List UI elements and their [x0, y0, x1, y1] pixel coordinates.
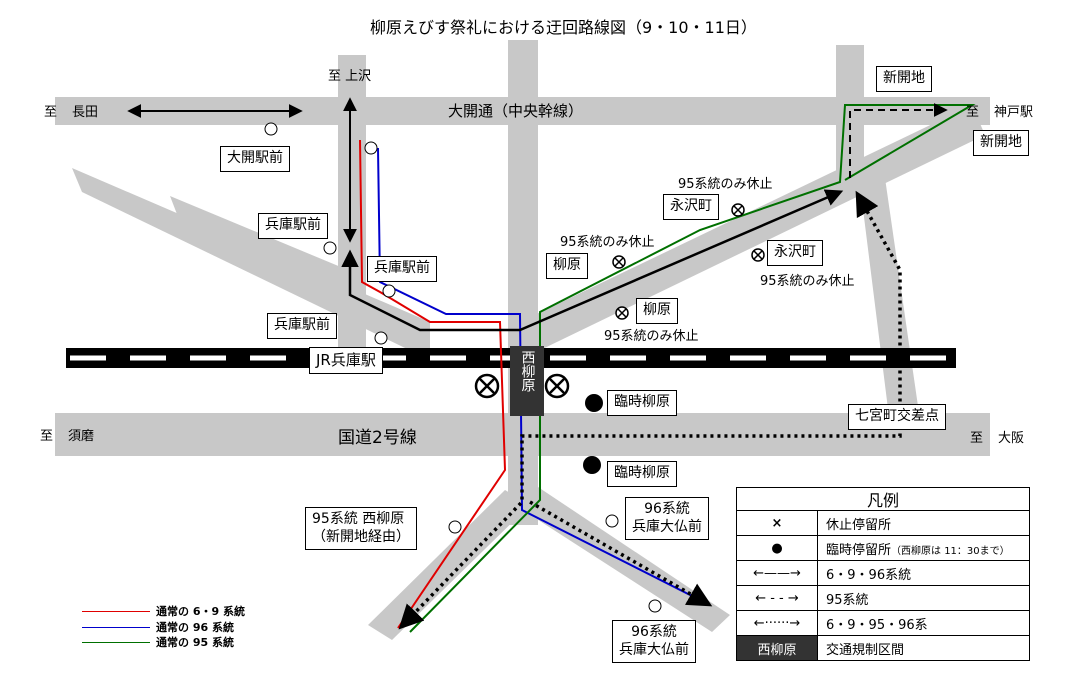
dir-kobe-to: 至	[966, 105, 980, 120]
stop-yanagihara-1: 柳原	[546, 253, 588, 279]
route-key-label: 通常の 6・9 系統	[156, 605, 245, 618]
stop-se-box: 96系統 兵庫大仏前	[625, 497, 709, 540]
stop-daikai-ekimae: 大開駅前	[220, 146, 290, 172]
legend-row: 西柳原 交通規制区間	[737, 635, 1029, 660]
stop-shinkaichi-2: 新開地	[973, 130, 1029, 156]
station-label-jr: JR兵庫駅	[309, 347, 383, 374]
dir-suma-to: 至	[40, 429, 54, 444]
legend-row: ←······→ 6・9・95・96系	[737, 610, 1029, 635]
solid-arrow-symbol: ←——→	[737, 561, 818, 585]
stop-yanagihara-2: 柳原	[636, 298, 678, 324]
road-label-daikai: 大開通（中央幹線）	[448, 102, 584, 120]
dir-kamisawa: 至 上沢	[328, 69, 372, 84]
s-box-line2: 兵庫大仏前	[619, 641, 689, 658]
sw-box-line1: 95系統 西柳原	[312, 511, 405, 527]
route-key-69: 通常の 6・9 系統	[82, 603, 245, 619]
stop-shichimiya: 七宮町交差点	[848, 404, 946, 430]
dir-kobe: 神戸駅	[994, 105, 1034, 120]
road-shichimiya	[860, 178, 920, 425]
legend-label: 交通規制区間	[826, 642, 905, 658]
legend-title: 凡例	[866, 491, 899, 510]
restricted-section-symbol: 西柳原	[737, 636, 818, 660]
stop-rinji-2: 臨時柳原	[607, 461, 677, 487]
detour-dotted-se	[529, 500, 713, 607]
dashed-arrow-symbol: ← - - →	[737, 586, 818, 610]
dir-osaka-to: 至	[970, 431, 984, 446]
legend-label-text: 臨時停留所	[826, 542, 892, 558]
legend-label: 6・9・96系統	[826, 567, 912, 583]
legend-label-note: （西柳原は 11：30まで）	[891, 545, 1010, 557]
route-key-96: 通常の 96 系統	[82, 619, 234, 635]
stop-markers	[264, 122, 662, 613]
stop-shinkaichi-1: 新開地	[876, 66, 932, 92]
note-95-2: 95系統のみ休止	[560, 235, 655, 250]
route-key-line	[82, 626, 150, 628]
stop-hyogo-ekimae-2: 兵庫駅前	[367, 256, 437, 282]
route-key-95: 通常の 95 系統	[82, 634, 234, 650]
road-diagonal-nw	[170, 196, 348, 300]
note-95-4: 95系統のみ休止	[604, 329, 699, 344]
route-key-label: 通常の 96 系統	[156, 621, 234, 634]
note-95-1: 95系統のみ休止	[678, 177, 773, 192]
stop-rinji-1: 臨時柳原	[607, 390, 677, 416]
closed-stop-symbol: ×	[737, 511, 818, 535]
temp-stop-1	[585, 394, 603, 412]
route-key-line	[82, 610, 150, 612]
dotted-arrow-symbol: ←······→	[737, 611, 818, 635]
stop-nagasawacho-2: 永沢町	[767, 240, 823, 266]
stop-hyogo-ekimae-1: 兵庫駅前	[258, 213, 328, 239]
legend-row: × 休止停留所	[737, 510, 1029, 535]
legend-label: 休止停留所	[826, 517, 892, 533]
restricted-section-nishiyanagihara: 西柳原	[510, 346, 544, 416]
route-key-label: 通常の 95 系統	[156, 636, 234, 649]
se-box-line2: 兵庫大仏前	[632, 518, 702, 535]
legend-label: 6・9・95・96系	[826, 617, 928, 633]
nishiyanagihara-label: 西柳原	[519, 350, 536, 392]
temp-stop-2	[583, 456, 601, 474]
stop-hyogo-ekimae-3: 兵庫駅前	[267, 313, 337, 339]
s-box-line1: 96系統	[631, 624, 677, 640]
stop-sw-box: 95系統 西柳原 （新開地経由）	[305, 507, 417, 550]
legend: 凡例 × 休止停留所 ● 臨時停留所（西柳原は 11：30まで） ←——→ 6・…	[736, 487, 1030, 661]
dir-nagata-to: 至	[44, 105, 58, 120]
legend-row: ← - - → 95系統	[737, 585, 1029, 610]
closed-stop-markers	[474, 203, 765, 399]
road-label-kokudo: 国道2号線	[338, 428, 417, 448]
legend-label: 95系統	[826, 592, 869, 608]
legend-row: ● 臨時停留所（西柳原は 11：30まで）	[737, 535, 1029, 560]
dir-suma: 須磨	[68, 429, 95, 444]
detour-dotted	[398, 190, 902, 630]
sw-box-line2: （新開地経由）	[312, 528, 410, 545]
stop-nagasawacho-1: 永沢町	[663, 194, 719, 220]
stop-s-box: 96系統 兵庫大仏前	[612, 620, 696, 663]
route-key-line	[82, 641, 150, 643]
legend-label: 臨時停留所（西柳原は 11：30まで）	[818, 539, 1010, 558]
temp-stop-symbol: ●	[737, 536, 818, 560]
map-title: 柳原えびす祭礼における迂回路線図（9・10・11日）	[370, 18, 757, 37]
legend-row: ←——→ 6・9・96系統	[737, 560, 1029, 585]
dir-osaka: 大阪	[998, 431, 1025, 446]
road-diagonal-west	[72, 168, 430, 360]
dir-nagata: 長田	[72, 105, 99, 120]
se-box-line1: 96系統	[644, 501, 690, 517]
note-95-3: 95系統のみ休止	[760, 274, 855, 289]
